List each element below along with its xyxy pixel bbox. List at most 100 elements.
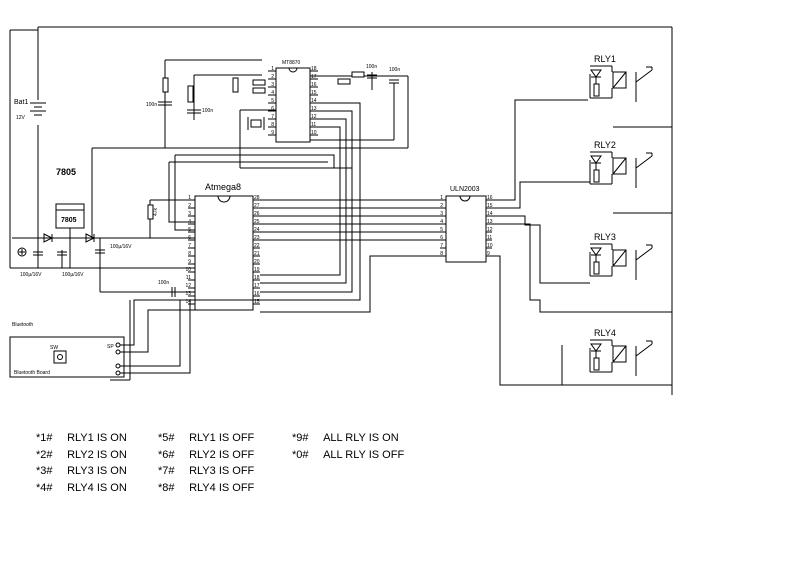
cap-100n-b-label: 100n — [202, 108, 213, 114]
cap-100n-d-label: 100n — [389, 67, 400, 73]
relay-3: RLY3 — [589, 232, 653, 280]
regulator-chip-label: 7805 — [61, 217, 77, 224]
bluetooth-title: Bluetooth — [12, 322, 33, 328]
mcu-pin-label: 12 — [185, 283, 191, 289]
relay-1: RLY1 — [589, 54, 653, 102]
resistor-icon — [593, 169, 600, 183]
dtmf-pin-label: 5 — [271, 98, 274, 104]
mcu-pin-label: 4 — [188, 219, 191, 225]
bluetooth-board-label: Bluetooth Board — [14, 370, 50, 376]
dtmf-pin-label: 17 — [311, 74, 317, 80]
mcu-pin-label: 25 — [254, 219, 260, 225]
dtmf-pin-label: 6 — [271, 106, 274, 112]
dtmf-pin-label: 11 — [311, 122, 316, 128]
mcu-to-driver-lines — [260, 199, 440, 313]
dtmf-pin-label: 18 — [311, 66, 317, 72]
dtmf-pin-label: 10 — [311, 130, 317, 136]
mcu-label: Atmega8 — [205, 182, 241, 192]
dtmf-pin-label: 15 — [311, 90, 317, 96]
uln-pin-label: 4 — [440, 219, 443, 225]
uln-pin-label: 14 — [487, 211, 493, 217]
atmega8-chip: Atmega8 12345678910111213142827262524232… — [185, 182, 260, 311]
uln-pin-label: 2 — [440, 203, 443, 209]
uln-label: ULN2003 — [450, 186, 480, 193]
dtmf-pin-label: 4 — [271, 90, 274, 96]
mcu-pin-label: 24 — [254, 227, 260, 233]
uln-pin-label: 6 — [440, 235, 443, 241]
uln-pin-label: 10 — [487, 243, 493, 249]
switch-icon — [53, 350, 67, 364]
power-rails — [9, 26, 672, 293]
cap1-label: 100µ/16V — [20, 272, 42, 278]
uln-pin-label: 16 — [487, 195, 493, 201]
dtmf-pin-label: 13 — [311, 106, 317, 112]
diode-icon — [590, 155, 602, 164]
cap2-label: 100µ/16V — [62, 272, 84, 278]
dtmf-label: MT8870 — [282, 60, 301, 66]
dtmf-pin-label: 16 — [311, 82, 317, 88]
mcu-pin-label: 3 — [188, 211, 191, 217]
resistor-icon — [593, 261, 600, 275]
resistor-icon — [593, 83, 600, 97]
mcu-pin-label: 6 — [188, 235, 191, 241]
mcu-pin-label: 15 — [254, 299, 260, 305]
dtmf-data-lines — [168, 102, 361, 301]
mcu-pin-label: 22 — [254, 243, 260, 249]
sw-label: SW — [50, 345, 58, 351]
uln-pin-label: 5 — [440, 227, 443, 233]
battery-label: Bat1 — [14, 99, 29, 106]
cap-100n-a-label: 100n — [146, 102, 157, 108]
mcu-pin-label: 9 — [188, 259, 191, 265]
mcu-pin-label: 14 — [185, 299, 191, 305]
uln-pin-label: 11 — [487, 235, 492, 241]
mcu-supply-cap: 100µ/16V 47k — [95, 199, 195, 292]
relay-label: RLY3 — [594, 232, 616, 242]
cap-100n-e-label: 100n — [158, 280, 169, 286]
dtmf-pin-label: 12 — [311, 114, 317, 120]
driver-to-relay-lines — [492, 99, 672, 386]
bluetooth-section: Bluetooth SW Bluetooth Board SP 100n — [9, 280, 260, 381]
regulator-body — [55, 203, 85, 229]
dtmf-pin-label: 2 — [271, 74, 274, 80]
diode-icon — [590, 69, 602, 78]
dtmf-pin-label: 8 — [271, 122, 274, 128]
sp-label: SP — [107, 344, 114, 350]
voltage-regulator: 7805 7805 100µ/16V 100µ/16V — [17, 167, 96, 278]
plus-terminal-icon — [17, 247, 27, 257]
diode-icon — [590, 343, 602, 352]
dtmf-pin-label: 3 — [271, 82, 274, 88]
resistor-47k-label: 47k — [153, 207, 159, 216]
battery-voltage: 12V — [16, 115, 26, 121]
dtmf-pin-label: 14 — [311, 98, 317, 104]
uln-pin-label: 12 — [487, 227, 493, 233]
uln-pin-label: 7 — [440, 243, 443, 249]
relay-label: RLY4 — [594, 328, 616, 338]
mcu-pin-label: 19 — [254, 267, 260, 273]
mcu-pin-label: 20 — [254, 259, 260, 265]
relay-2: RLY2 — [589, 140, 653, 188]
cap3-label: 100µ/16V — [110, 244, 132, 250]
mcu-pin-label: 8 — [188, 251, 191, 257]
battery: Bat1 12V — [14, 99, 46, 121]
mcu-pin-label: 2 — [188, 203, 191, 209]
mcu-pin-label: 23 — [254, 235, 260, 241]
mcu-pin-label: 10 — [185, 267, 191, 273]
mcu-pin-label: 13 — [185, 291, 191, 297]
uln-pin-label: 15 — [487, 203, 493, 209]
mcu-pin-label: 1 — [188, 195, 191, 201]
mcu-pin-label: 17 — [254, 283, 260, 289]
mcu-pin-label: 21 — [254, 251, 260, 257]
bluetooth-board — [9, 336, 125, 378]
mcu-pin-label: 18 — [254, 275, 260, 281]
cap-100n-c-label: 100n — [366, 64, 377, 70]
mcu-pin-label: 7 — [188, 243, 191, 249]
uln-pin-label: 3 — [440, 211, 443, 217]
relay-4: RLY4 — [589, 328, 653, 376]
uln-pin-label: 13 — [487, 219, 493, 225]
uln-pin-label: 1 — [440, 195, 443, 201]
uln-pin-label: 8 — [440, 251, 443, 257]
